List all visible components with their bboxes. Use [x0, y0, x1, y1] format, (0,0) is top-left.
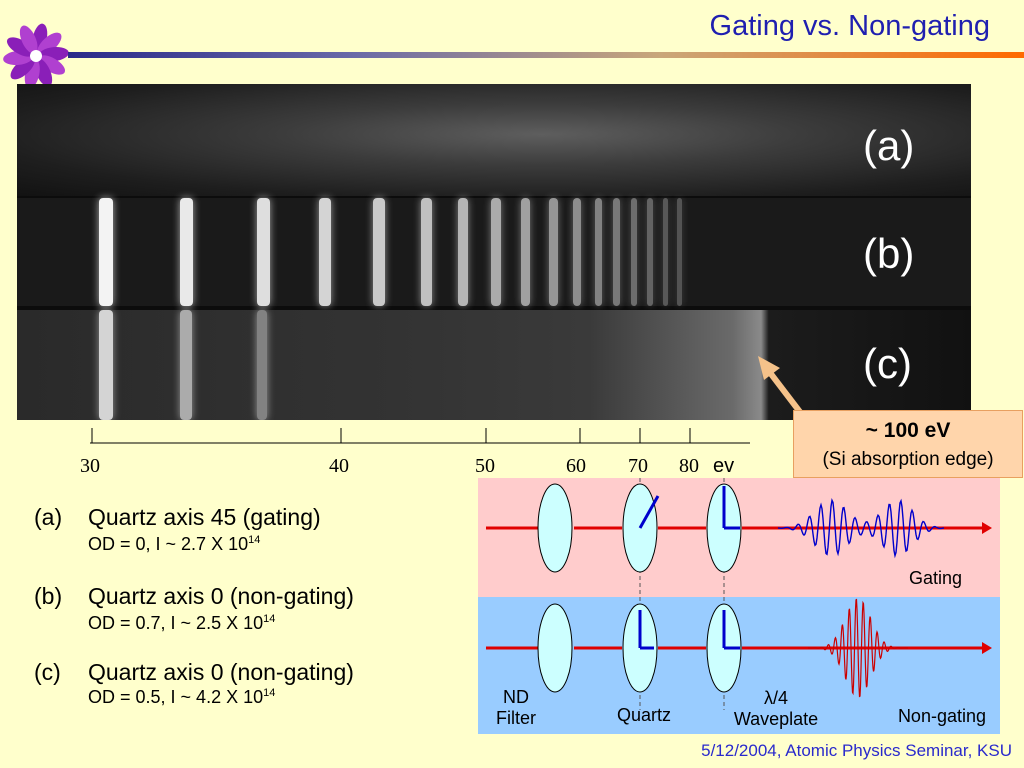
gating-label: Gating [909, 568, 962, 588]
slide-title: Gating vs. Non-gating [709, 10, 990, 42]
description-a-label: (a) [34, 504, 63, 530]
energy-axis [90, 428, 750, 444]
harmonic-line [421, 198, 432, 306]
spectrum-strip-c [17, 310, 971, 420]
tick-label-30: 30 [80, 455, 100, 477]
footer-text: 5/12/2004, Atomic Physics Seminar, KSU [701, 741, 1012, 760]
harmonic-line [663, 198, 668, 306]
description-a-od: OD = 0, I ~ 2.7 X 1014 [88, 534, 261, 554]
harmonic-line [319, 198, 332, 306]
harmonic-line [257, 310, 267, 420]
quartz-axis-45 [638, 495, 660, 529]
nongating-label: Non-gating [898, 706, 986, 726]
tick-label-80: 80 [679, 455, 699, 477]
harmonic-line [99, 310, 113, 420]
tick-label-60: 60 [566, 455, 586, 477]
nongating-pulse-wave [808, 598, 908, 698]
description-b-label: (b) [34, 583, 63, 609]
description-b-text: Quartz axis 0 (non-gating) [88, 583, 354, 609]
description-c-od: OD = 0.5, I ~ 4.2 X 1014 [88, 687, 276, 707]
nd-filter-label-line2: Filter [496, 708, 536, 728]
waveplate-label-line2: Waveplate [734, 709, 818, 729]
panel-label-a: (a) [863, 122, 915, 169]
tick-label-70: 70 [628, 455, 648, 477]
harmonic-line [549, 198, 558, 306]
harmonic-line [99, 198, 113, 306]
description-c-text: Quartz axis 0 (non-gating) [88, 659, 354, 685]
callout-energy: ~ 100 eV [865, 419, 951, 442]
spectrum-strip-a [17, 84, 971, 196]
edge-arrow-icon [758, 356, 803, 414]
harmonic-line [647, 198, 653, 306]
description-a: (a) Quartz axis 45 (gating) [34, 504, 321, 531]
harmonic-line [521, 198, 531, 306]
nd-filter-bottom [537, 603, 573, 693]
description-b-od: OD = 0.7, I ~ 2.5 X 1014 [88, 613, 276, 633]
harmonic-line [573, 198, 581, 306]
tick-label-50: 50 [475, 455, 495, 477]
description-c: (c) Quartz axis 0 (non-gating) [34, 659, 354, 686]
description-c-label: (c) [34, 659, 61, 685]
harmonic-line [458, 198, 469, 306]
harmonic-line [595, 198, 603, 306]
harmonic-line [613, 198, 620, 306]
spectra-image: (a) (b) (c) [17, 84, 971, 420]
axis-unit: ev [713, 455, 735, 477]
harmonic-line [373, 198, 385, 306]
nd-filter-label-line1: ND [503, 687, 529, 707]
flower-logo-icon [3, 23, 69, 89]
nd-filter-top [537, 483, 573, 573]
spectrum-strip-b [17, 198, 971, 306]
harmonic-line [180, 310, 192, 420]
optics-diagram: Gating Non-gating ND Filter Quartz λ/4 W… [478, 478, 1000, 734]
description-a-text: Quartz axis 45 (gating) [88, 504, 321, 530]
quartz-label: Quartz [617, 705, 671, 725]
waveplate-label-line1: λ/4 [764, 688, 788, 708]
harmonic-line [491, 198, 501, 306]
harmonic-line [631, 198, 638, 306]
description-b: (b) Quartz axis 0 (non-gating) [34, 583, 354, 610]
panel-label-c: (c) [863, 340, 912, 387]
harmonic-line [180, 198, 194, 306]
gating-pulse-wave [777, 497, 945, 559]
title-rule [68, 52, 1024, 58]
tick-label-40: 40 [329, 455, 349, 477]
harmonic-line [257, 198, 270, 306]
harmonic-line [677, 198, 682, 306]
panel-label-b: (b) [863, 230, 915, 277]
callout-note: (Si absorption edge) [822, 449, 994, 470]
absorption-edge-callout: ~ 100 eV (Si absorption edge) [793, 410, 1023, 478]
